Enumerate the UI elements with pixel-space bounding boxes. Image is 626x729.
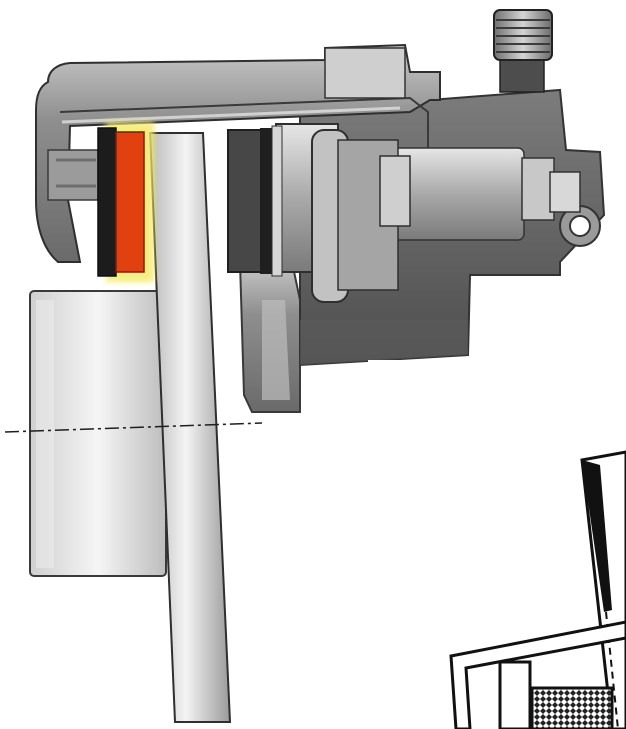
bleed-valve — [493, 9, 553, 93]
axis-centerline — [4, 422, 263, 433]
piston — [275, 123, 411, 303]
wheel-hub — [29, 290, 167, 577]
brake-disc — [148, 132, 232, 723]
outer-brake-pad — [97, 122, 154, 282]
inner-brake-pad — [227, 125, 283, 277]
inset-detail — [368, 360, 626, 729]
mounting-bracket — [238, 261, 301, 413]
